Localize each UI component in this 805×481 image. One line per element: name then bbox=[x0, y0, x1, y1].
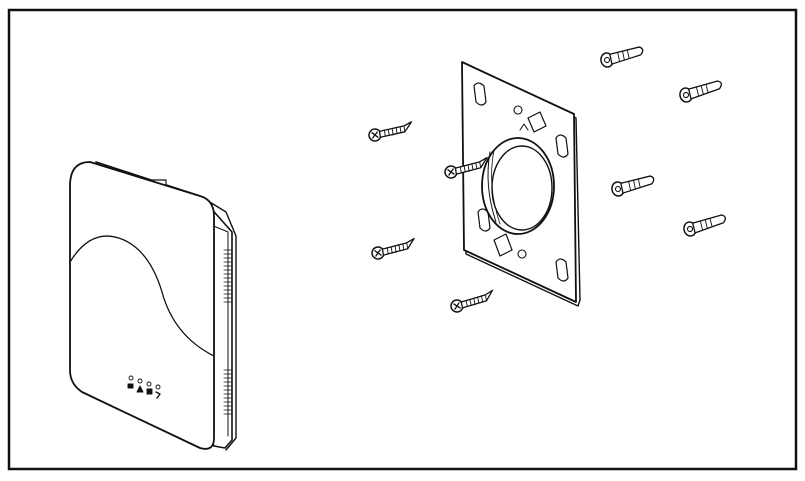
access-point-device bbox=[69, 161, 237, 451]
device-led-indicators bbox=[127, 375, 161, 399]
bracket-hole bbox=[517, 249, 527, 259]
bracket-slot-top-left bbox=[473, 82, 487, 106]
bracket-slot-bottom-left bbox=[477, 208, 491, 232]
device-face-wave bbox=[69, 235, 215, 357]
bracket-slot-top-right bbox=[555, 134, 569, 158]
bracket-top-tab bbox=[527, 111, 547, 133]
mounting-bracket bbox=[461, 61, 581, 307]
device-vents bbox=[223, 249, 233, 415]
bracket-slot-bottom-right bbox=[555, 258, 569, 282]
bracket-hole bbox=[513, 105, 523, 115]
device-front-face bbox=[69, 161, 215, 450]
bracket-bottom-tab bbox=[493, 233, 513, 257]
